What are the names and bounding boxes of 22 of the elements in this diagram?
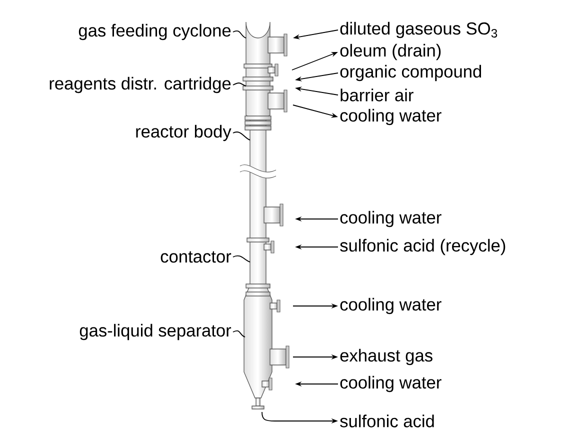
label: cooling water [340, 298, 442, 314]
label: reagents distr. cartridge [50, 76, 231, 94]
label: cooling water [340, 210, 442, 228]
label: sulfonic acid [340, 414, 434, 428]
leader-line [232, 330, 246, 338]
label: gas feeding cyclone [78, 24, 231, 40]
leader-line [232, 30, 246, 38]
label: barrier air [340, 88, 414, 102]
leader-line [232, 82, 246, 86]
label: cooling water [340, 376, 442, 392]
label: organic compound [340, 64, 482, 82]
label: gas-liquid separator [80, 324, 232, 340]
label: sulfonic acid (recycle) [340, 238, 506, 256]
leader-line [232, 255, 250, 262]
label: contactor [160, 251, 232, 263]
leader-line [232, 132, 250, 140]
label: exhaust gas [340, 348, 432, 366]
reactor-drawing [240, 22, 290, 410]
label: reactor body [136, 124, 232, 142]
label: oleum (drain) [340, 44, 441, 60]
label: cooling water [340, 108, 442, 126]
label: diluted gaseous SO$_{3}$ [340, 22, 498, 38]
